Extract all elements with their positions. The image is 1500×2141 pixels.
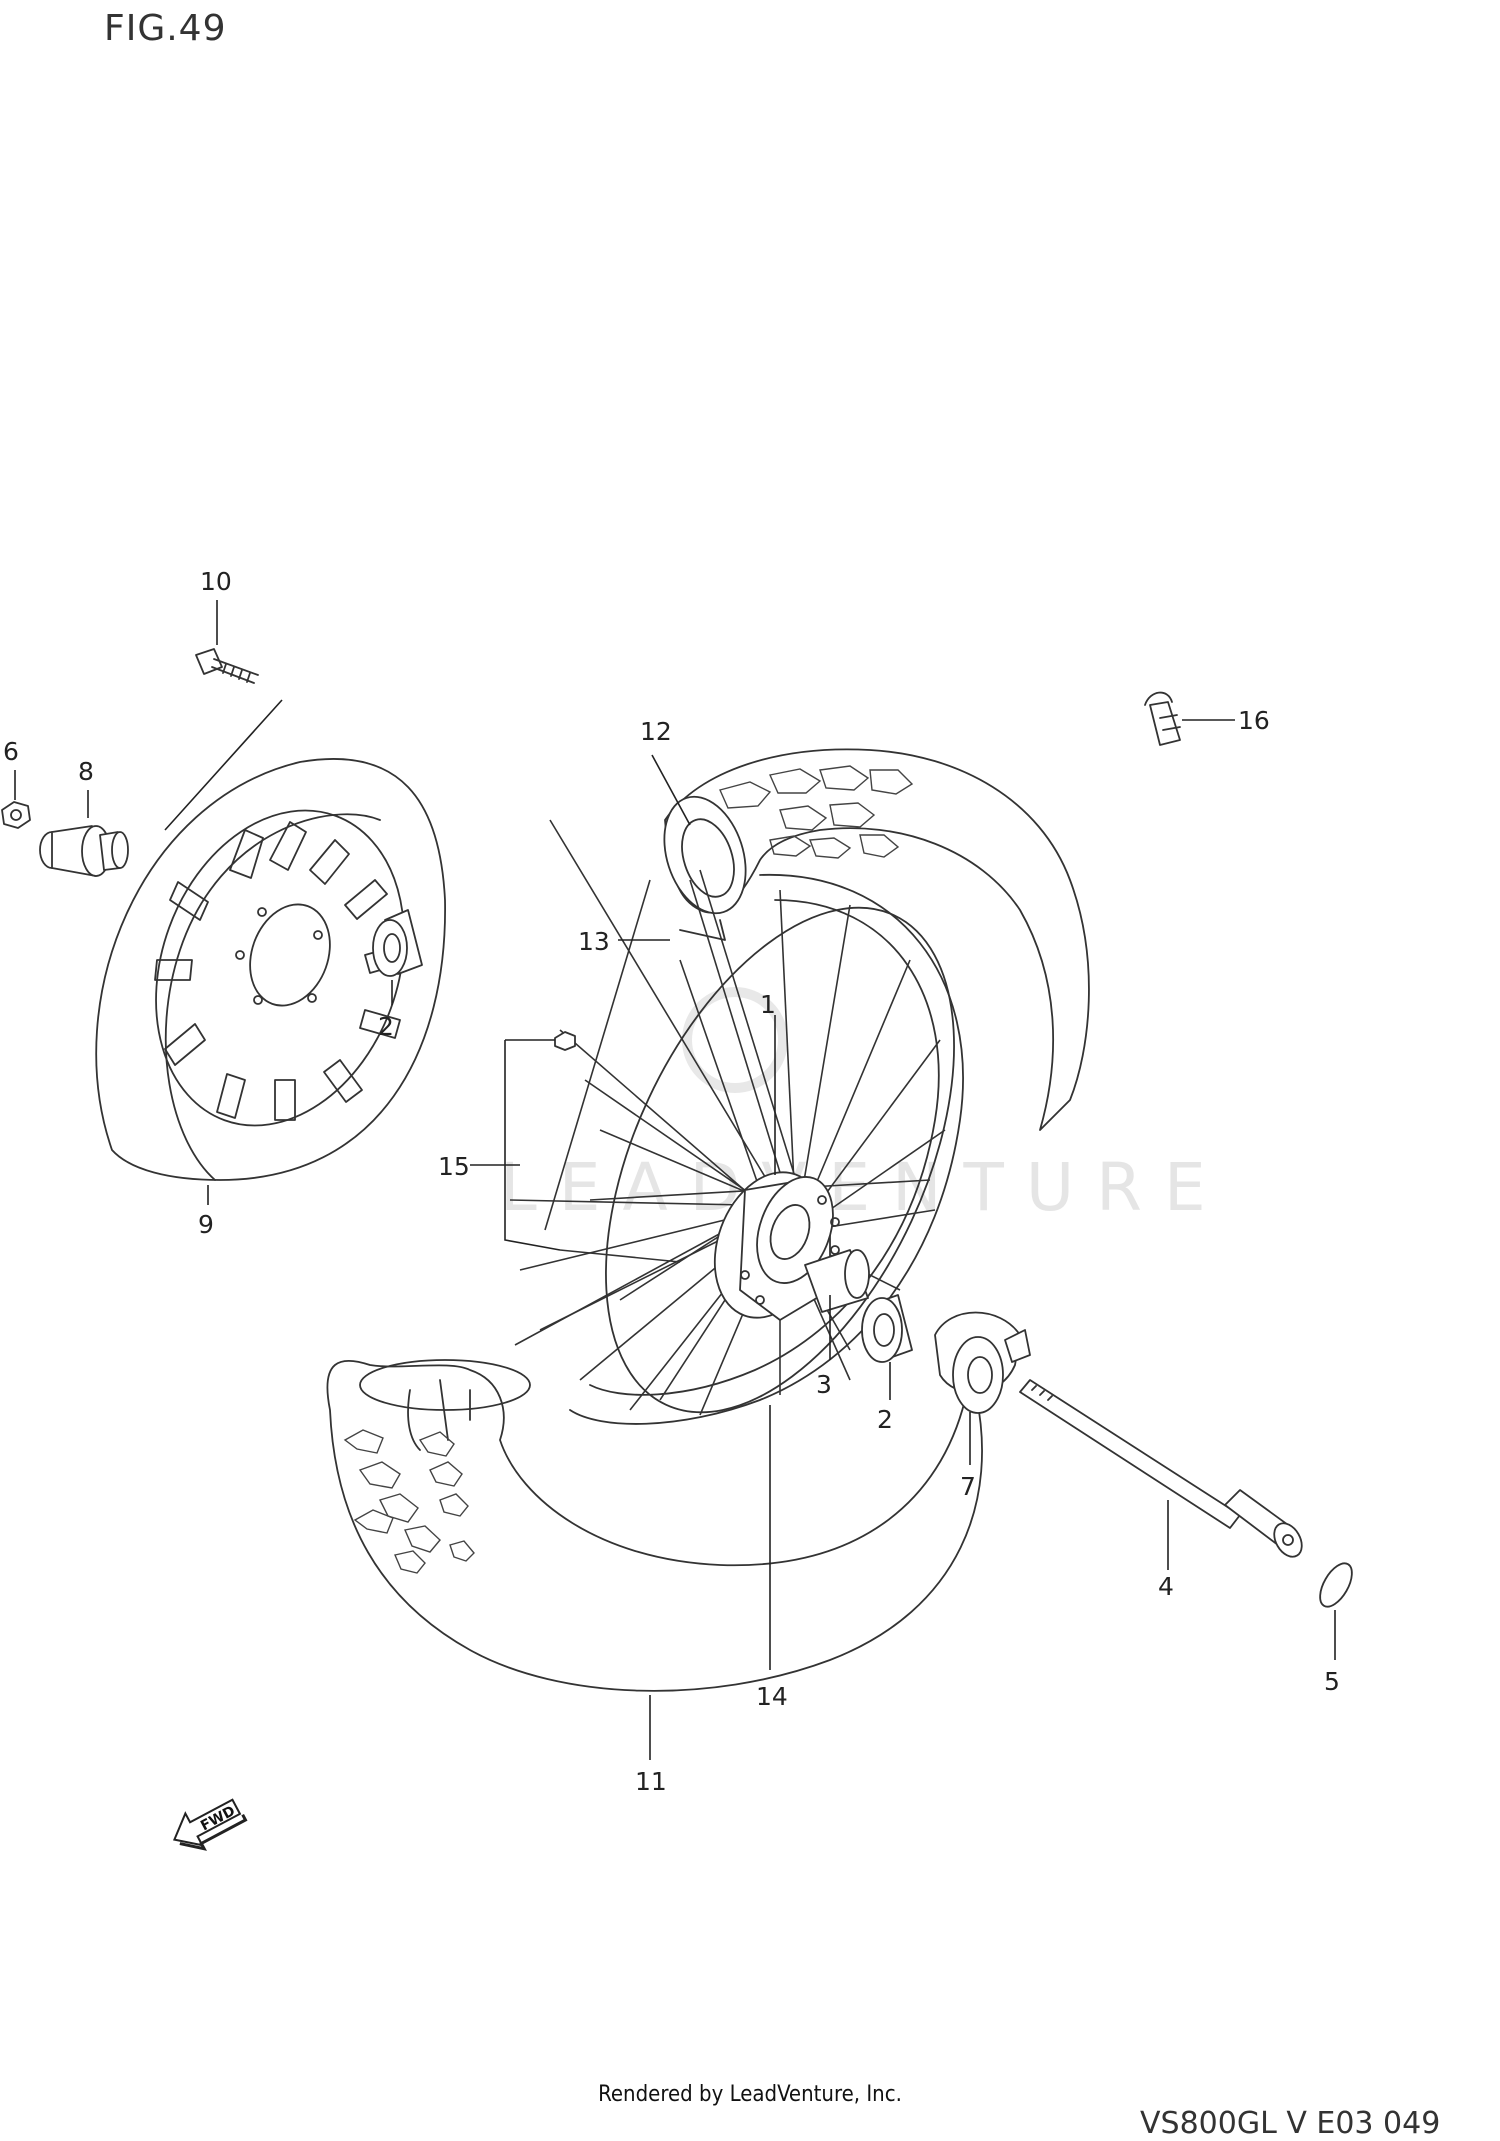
svg-text:LEADVENTURE: LEADVENTURE — [500, 1149, 1228, 1226]
callout-6: 6 — [3, 737, 19, 766]
callout-4: 4 — [1158, 1572, 1174, 1601]
tire-rear-half — [663, 748, 1090, 1131]
figure-title: FIG.49 — [104, 8, 227, 49]
callout-16: 16 — [1238, 706, 1270, 735]
callout-13: 13 — [578, 927, 610, 956]
watermark: LEADVENTURE — [500, 987, 1228, 1226]
callout-5: 5 — [1324, 1667, 1340, 1696]
callout-1: 1 — [760, 990, 776, 1019]
callout-8: 8 — [78, 757, 94, 786]
footer-credit: Rendered by LeadVenture, Inc. — [598, 2082, 902, 2107]
bolt-part — [195, 648, 259, 684]
footer-code: VS800GL V E03 049 — [1140, 2106, 1441, 2141]
callout-3: 3 — [816, 1370, 832, 1399]
tire-part — [326, 1359, 983, 1692]
forward-arrow-icon: FWD — [172, 1798, 248, 1851]
rim-part — [569, 874, 964, 1425]
callout-2-right: 2 — [877, 1405, 893, 1434]
callout-9: 9 — [198, 1210, 214, 1239]
callout-14: 14 — [756, 1682, 788, 1711]
bearing-part-right — [861, 1294, 913, 1363]
spacer-part — [804, 1249, 870, 1313]
collar-part — [39, 825, 129, 877]
nut-part — [1, 801, 31, 829]
gearbox-part — [934, 1311, 1031, 1414]
callout-10: 10 — [200, 567, 232, 596]
cap-part — [1319, 1562, 1353, 1608]
callout-15: 15 — [438, 1152, 470, 1181]
callout-2: 2 — [378, 1012, 394, 1041]
callout-7: 7 — [960, 1472, 976, 1501]
axle-part — [1019, 1379, 1303, 1558]
callout-11: 11 — [635, 1767, 667, 1796]
valve-cap-part — [1144, 691, 1181, 746]
bearing-part — [372, 909, 423, 977]
cast-wheel-part — [95, 758, 446, 1181]
callout-12: 12 — [640, 717, 672, 746]
hub-part — [713, 1171, 840, 1321]
